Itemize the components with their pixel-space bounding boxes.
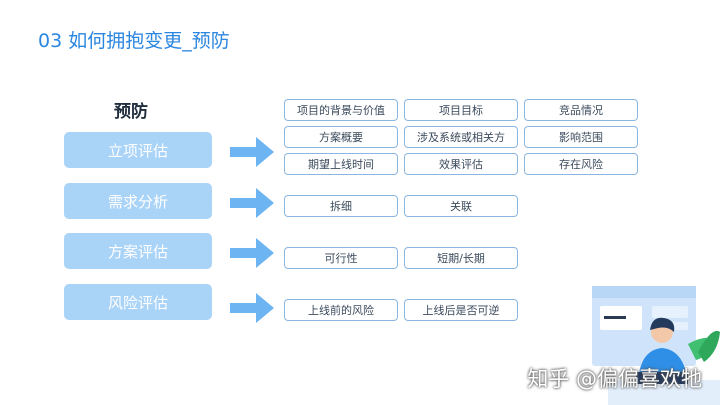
watermark-text: 知乎 @偏偏喜欢牠 xyxy=(527,367,702,391)
arrow-right-icon xyxy=(230,137,274,167)
item-box: 方案概要 xyxy=(284,126,398,148)
item-box: 期望上线时间 xyxy=(284,153,398,175)
item-box: 上线前的风险 xyxy=(284,299,398,321)
person-at-computer-illustration xyxy=(592,286,720,405)
arrow-right-icon xyxy=(230,293,274,323)
step-solution-evaluation: 方案评估 xyxy=(64,233,212,269)
item-box: 拆细 xyxy=(284,195,398,217)
page-title: 03 如何拥抱变更_预防 xyxy=(38,30,230,52)
item-box: 关联 xyxy=(404,195,518,217)
item-box: 影响范围 xyxy=(524,126,638,148)
step-requirement-analysis: 需求分析 xyxy=(64,183,212,219)
section-heading: 预防 xyxy=(114,102,148,122)
item-box: 项目目标 xyxy=(404,99,518,121)
item-box: 上线后是否可逆 xyxy=(404,299,518,321)
item-box: 存在风险 xyxy=(524,153,638,175)
step-project-evaluation: 立项评估 xyxy=(64,132,212,168)
step-risk-evaluation: 风险评估 xyxy=(64,284,212,320)
item-box: 涉及系统或相关方 xyxy=(404,126,518,148)
item-box: 可行性 xyxy=(284,247,398,269)
item-box: 短期/长期 xyxy=(404,247,518,269)
item-box: 效果评估 xyxy=(404,153,518,175)
arrow-right-icon xyxy=(230,188,274,218)
arrow-right-icon xyxy=(230,238,274,268)
item-box: 竞品情况 xyxy=(524,99,638,121)
item-box: 项目的背景与价值 xyxy=(284,99,398,121)
